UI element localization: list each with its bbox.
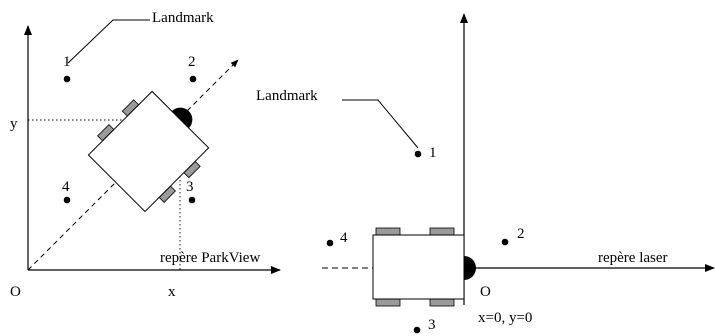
landmark-1-dot xyxy=(63,75,71,83)
landmark-4-label: 4 xyxy=(340,230,348,246)
landmark-leader-line xyxy=(342,99,419,149)
landmark-2-dot xyxy=(189,75,197,83)
left-frame: 1 2 3 4 Landmark y x O repère ParkView xyxy=(10,10,281,300)
landmark-3-label: 3 xyxy=(186,179,194,195)
right-robot xyxy=(372,227,476,307)
left-frame-name: repère ParkView xyxy=(160,250,260,266)
landmark-2-label: 2 xyxy=(517,226,525,242)
landmark-2-label: 2 xyxy=(188,54,196,70)
robot-body xyxy=(372,234,465,300)
robot-wheel xyxy=(375,298,401,307)
landmark-2-dot xyxy=(501,238,509,246)
origin-coordinates: x=0, y=0 xyxy=(478,310,532,326)
left-origin-label: O xyxy=(10,284,21,300)
landmark-callout: Landmark xyxy=(152,10,214,26)
laser-sensor xyxy=(171,107,193,129)
landmark-leader-line xyxy=(67,19,150,64)
right-origin-label: O xyxy=(480,284,491,300)
landmark-3-dot xyxy=(188,196,196,204)
landmark-callout: Landmark xyxy=(256,88,318,104)
landmark-4-dot xyxy=(326,239,334,247)
landmark-4-label: 4 xyxy=(62,179,70,195)
robot-wheel xyxy=(429,298,455,307)
x-axis-label: x xyxy=(168,284,176,300)
right-frame: 1 2 3 4 Landmark O x=0, y=0 repère laser xyxy=(256,13,715,334)
robot-wheel xyxy=(375,227,401,236)
landmark-1-label: 1 xyxy=(63,54,71,70)
laser-sensor xyxy=(464,256,476,280)
landmark-1-dot xyxy=(414,150,422,158)
landmark-1-label: 1 xyxy=(429,145,437,161)
landmark-3-dot xyxy=(413,326,421,334)
landmark-3-label: 3 xyxy=(428,317,436,333)
landmark-4-dot xyxy=(63,196,71,204)
left-robot xyxy=(87,90,210,213)
robot-wheel xyxy=(429,227,455,236)
right-frame-name: repère laser xyxy=(598,250,668,266)
y-axis-label: y xyxy=(10,116,18,132)
